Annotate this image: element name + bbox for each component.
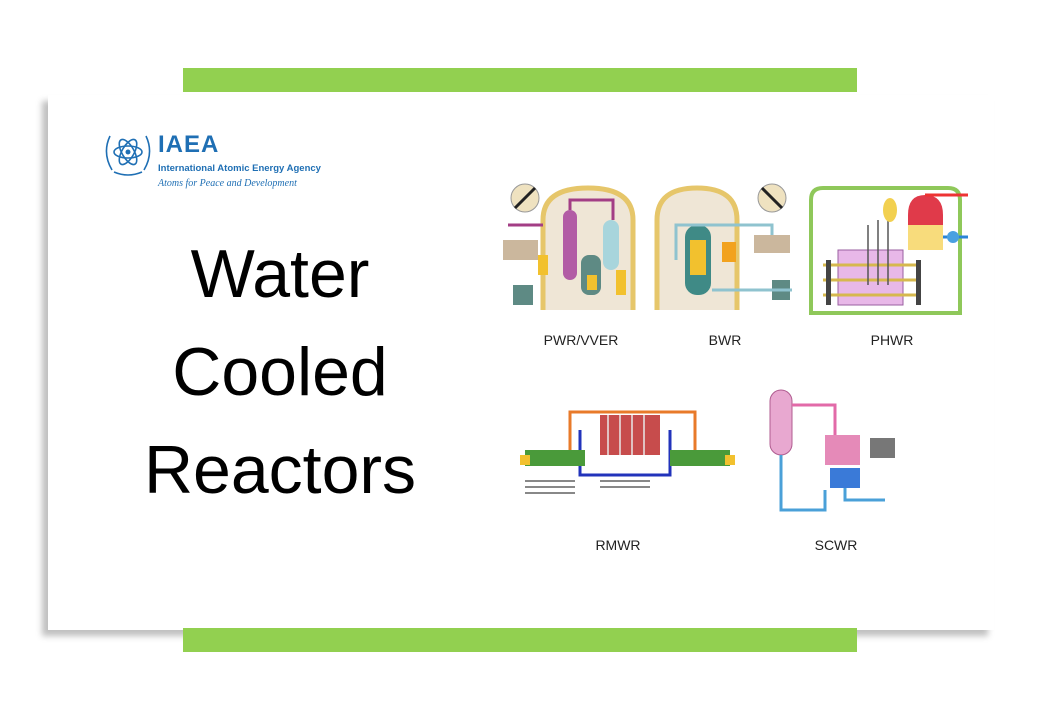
title-line: Reactors (143, 432, 417, 508)
top-accent-bar (183, 68, 857, 92)
diagram-label-phwr: PHWR (870, 332, 914, 348)
diagram-label-pwr: PWR/VVER (543, 332, 619, 348)
logo-full-name: International Atomic Energy Agency (158, 163, 321, 174)
bwr-diagram (654, 183, 792, 310)
logo-name: IAEA (158, 131, 220, 158)
title-line: Cooled (172, 334, 388, 410)
atom-wreath-icon (105, 135, 151, 176)
bottom-accent-bar (183, 628, 857, 652)
slide-title: Water Cooled Reactors (120, 225, 440, 519)
rmwr-diagram (520, 410, 735, 494)
iaea-logo: IAEA International Atomic Energy Agency … (100, 128, 340, 192)
title-line: Water (190, 236, 370, 312)
logo-motto: Atoms for Peace and Development (158, 178, 297, 189)
pwr-diagram (503, 183, 636, 310)
phwr-diagram (809, 186, 968, 315)
diagram-label-rmwr: RMWR (595, 537, 641, 553)
scwr-diagram (769, 389, 895, 512)
diagram-label-bwr: BWR (708, 332, 742, 348)
diagram-label-scwr: SCWR (814, 537, 858, 553)
